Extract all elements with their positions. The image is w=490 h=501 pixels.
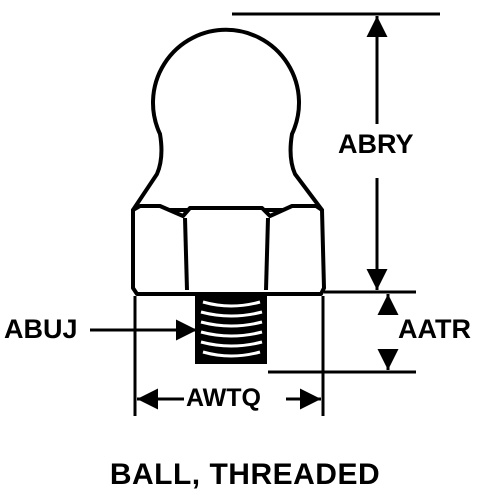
hex-nut bbox=[131, 204, 326, 296]
hex-flat-line-left bbox=[183, 217, 189, 291]
hex-flat-line-right bbox=[264, 217, 270, 291]
part-name-caption: BALL, THREADED bbox=[109, 458, 381, 491]
threaded-stud bbox=[195, 296, 267, 364]
aatr-dimension-label: AATR bbox=[398, 314, 471, 344]
ball-neck-outline bbox=[131, 27, 324, 212]
abuj-dimension-label: ABUJ bbox=[4, 314, 78, 344]
awtq-dimension-label: AWTQ bbox=[186, 384, 261, 412]
abry-dimension-label: ABRY bbox=[338, 129, 414, 159]
